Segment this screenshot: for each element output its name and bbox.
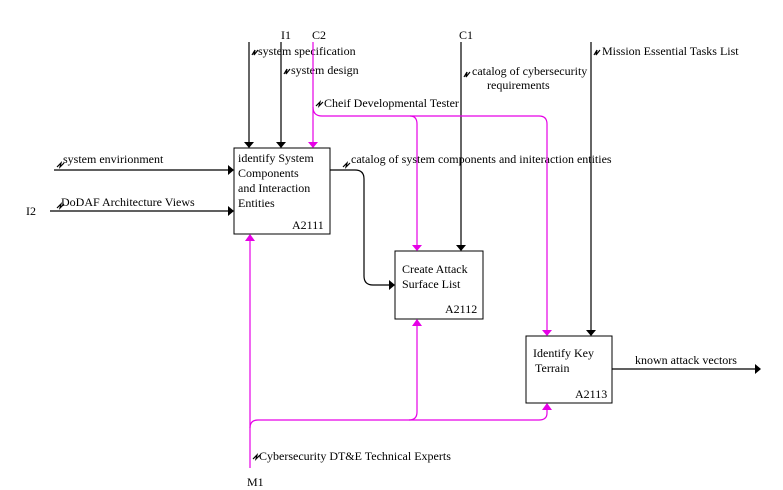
box-a2112-title-1: Create Attack	[402, 262, 468, 276]
box-a2112[interactable]: Create Attack Surface List A2112	[394, 250, 484, 320]
label-dodaf: DoDAF Architecture Views	[61, 195, 195, 209]
label-system-environment: system envirionment	[63, 152, 164, 166]
arrow-system-design[interactable]: system design	[276, 42, 359, 148]
arrow-chief-dev-tester[interactable]: Cheif Developmental Tester	[308, 42, 552, 336]
box-a2111-title-2: Components	[238, 166, 299, 180]
label-known-attack-vectors: known attack vectors	[635, 353, 737, 367]
arrow-mission-essential-tasks[interactable]: Mission Essential Tasks List	[586, 42, 739, 336]
tunnel-m1: M1	[247, 475, 264, 489]
tunnel-i1: I1	[281, 28, 291, 42]
box-a2111[interactable]: identify System Components and Interacti…	[233, 147, 331, 235]
box-a2112-id: A2112	[445, 302, 477, 316]
arrow-cyber-experts[interactable]: Cybersecurity DT&E Technical Experts	[245, 234, 552, 468]
box-a2111-title-1: identify System	[238, 151, 314, 165]
label-chief-dev-tester: Cheif Developmental Tester	[324, 96, 459, 110]
arrow-catalog-cybersecurity[interactable]: catalog of cybersecurity requirements	[456, 42, 587, 251]
arrow-known-attack-vectors[interactable]: known attack vectors	[612, 353, 761, 374]
label-catalog-cyber-2: requirements	[487, 78, 550, 92]
box-a2113-title-2: Terrain	[535, 361, 569, 375]
tunnel-i2: I2	[26, 204, 36, 218]
tunnel-c1: C1	[459, 28, 473, 42]
label-metl: Mission Essential Tasks List	[602, 44, 739, 58]
box-a2111-title-3: and Interaction	[238, 181, 310, 195]
box-a2113[interactable]: Identify Key Terrain A2113	[525, 335, 613, 404]
arrow-dodaf[interactable]: DoDAF Architecture Views	[50, 195, 234, 216]
box-a2112-title-2: Surface List	[402, 277, 461, 291]
arrow-system-specification[interactable]: system specification	[244, 42, 356, 148]
box-a2113-id: A2113	[575, 387, 607, 401]
label-catalog-cyber-1: catalog of cybersecurity	[472, 64, 587, 78]
arrow-system-environment[interactable]: system envirionment	[54, 152, 234, 175]
label-catalog-components: catalog of system components and initera…	[351, 152, 612, 166]
box-a2111-title-4: Entities	[238, 196, 275, 210]
label-cyber-experts: Cybersecurity DT&E Technical Experts	[259, 449, 451, 463]
box-a2113-title-1: Identify Key	[533, 346, 594, 360]
box-a2111-id: A2111	[292, 218, 324, 232]
label-system-specification: system specification	[258, 44, 356, 58]
tunnel-c2: C2	[312, 28, 326, 42]
label-system-design: system design	[291, 63, 359, 77]
